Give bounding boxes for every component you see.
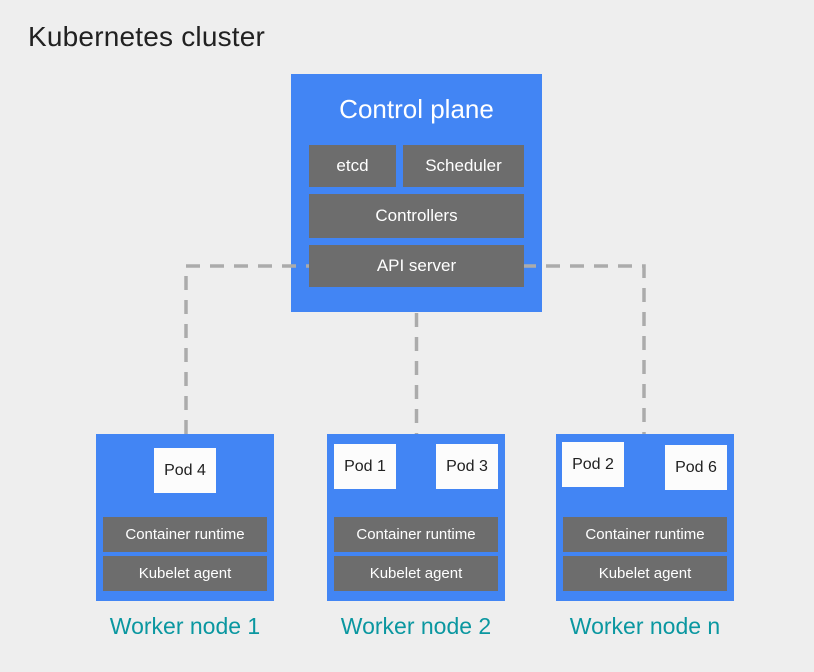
- scheduler-box: Scheduler: [403, 145, 524, 187]
- api-server-box: API server: [309, 245, 524, 287]
- kubelet-agent-box: Kubelet agent: [563, 556, 727, 591]
- controllers-box: Controllers: [309, 194, 524, 238]
- container-runtime-box: Container runtime: [103, 517, 267, 552]
- pod-box: Pod 3: [436, 444, 498, 489]
- diagram-title: Kubernetes cluster: [28, 21, 266, 52]
- worker-node-1-label: Worker node 1: [109, 613, 261, 639]
- worker-node-2-label: Worker node 2: [340, 613, 492, 639]
- control-plane-box: Control plane etcd Scheduler Controllers…: [291, 74, 542, 312]
- worker-node-n-label: Worker node n: [569, 613, 721, 639]
- pod-box: Pod 6: [665, 445, 727, 490]
- container-runtime-box: Container runtime: [563, 517, 727, 552]
- worker-node-1-box: Pod 4 Container runtime Kubelet agent: [96, 434, 274, 601]
- etcd-box: etcd: [309, 145, 396, 187]
- kubelet-agent-box: Kubelet agent: [334, 556, 498, 591]
- worker-node-n-box: Pod 2 Pod 6 Container runtime Kubelet ag…: [556, 434, 734, 601]
- pod-box: Pod 1: [334, 444, 396, 489]
- control-plane-title: Control plane: [339, 94, 494, 124]
- container-runtime-box: Container runtime: [334, 517, 498, 552]
- kubelet-agent-box: Kubelet agent: [103, 556, 267, 591]
- pod-box: Pod 2: [562, 442, 624, 487]
- worker-node-2-box: Pod 1 Pod 3 Container runtime Kubelet ag…: [327, 434, 505, 601]
- pod-box: Pod 4: [154, 448, 216, 493]
